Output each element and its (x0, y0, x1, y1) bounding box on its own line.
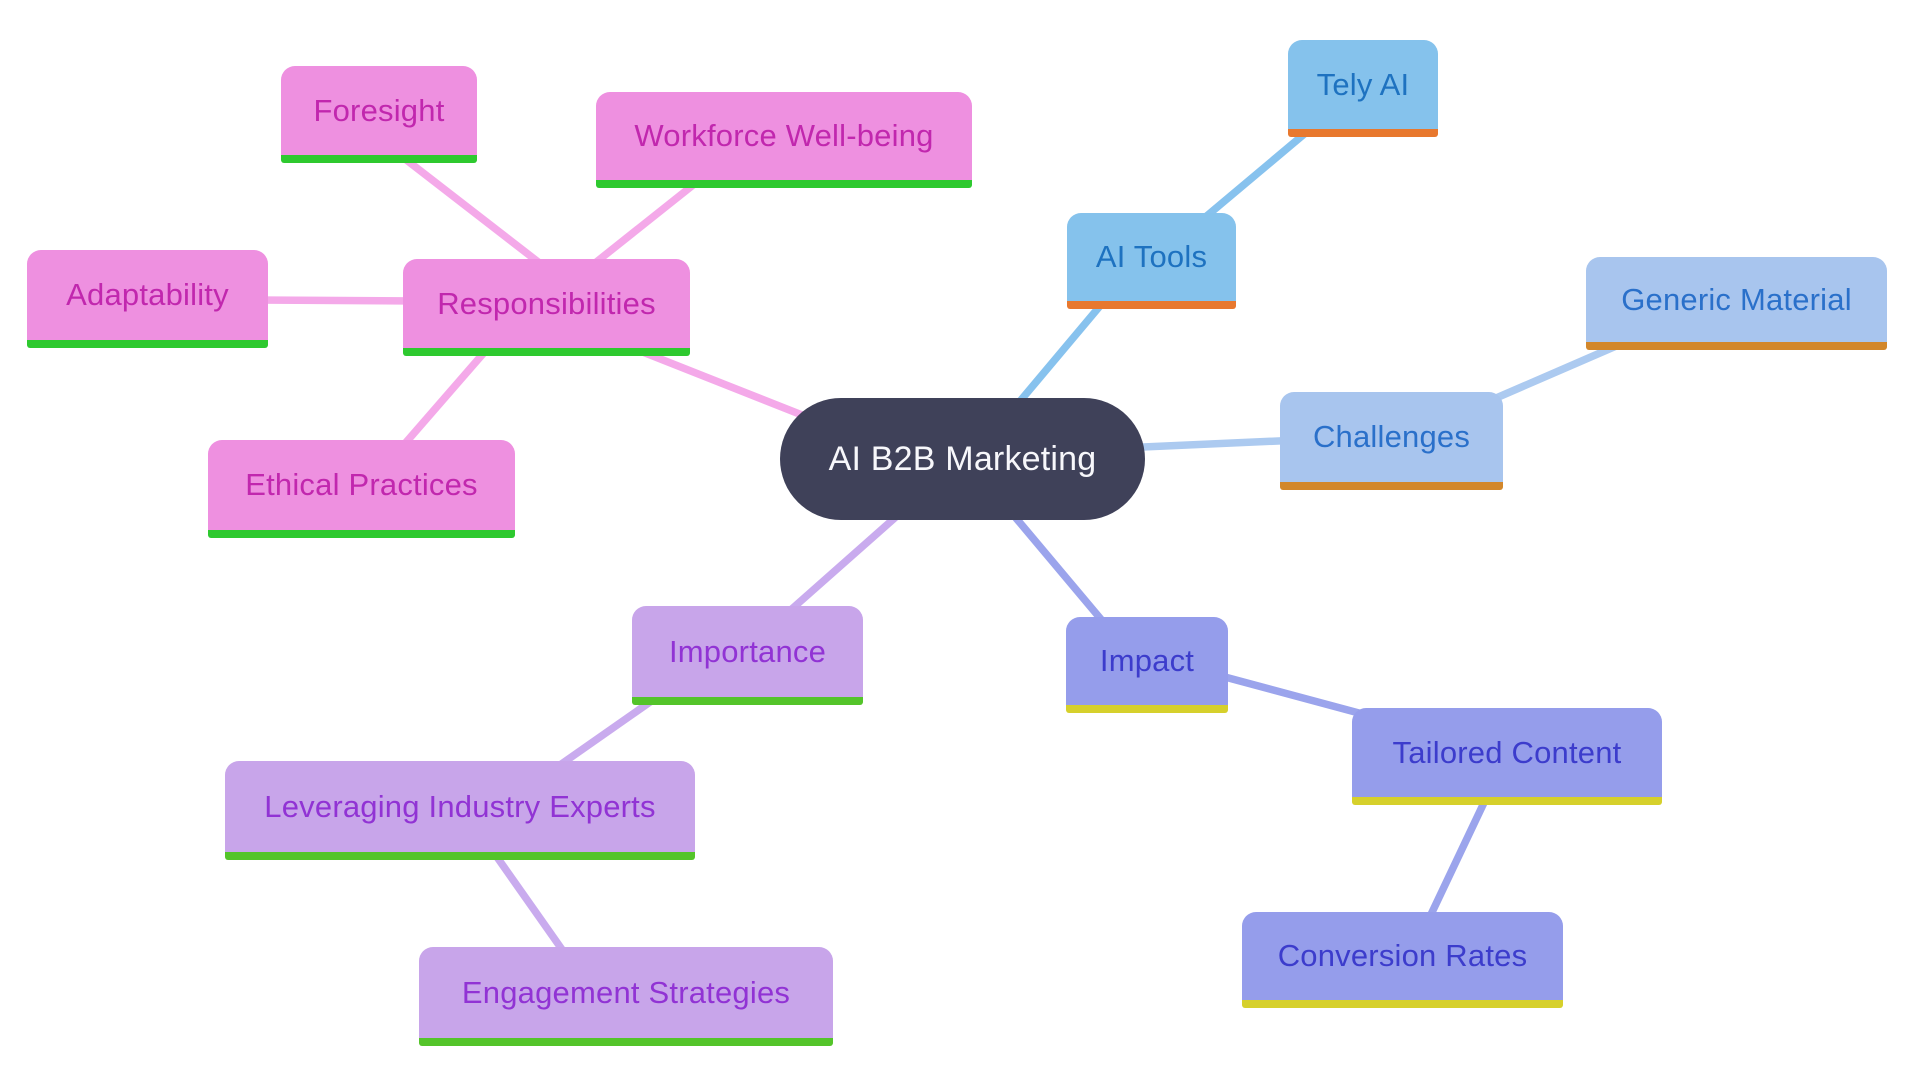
node-engagement-strategies: Engagement Strategies (419, 947, 833, 1046)
node-workforce-well-being: Workforce Well-being (596, 92, 972, 188)
node-importance: Importance (632, 606, 863, 705)
node-leveraging-label: Leveraging Industry Experts (264, 788, 656, 824)
edge-center-challenges (1119, 436, 1301, 452)
node-foresight: Foresight (281, 66, 477, 163)
node-generic-label: Generic Material (1621, 281, 1852, 317)
edge-center-impact (1002, 502, 1113, 633)
node-center: AI B2B Marketing (780, 398, 1145, 520)
node-challenges-label: Challenges (1312, 419, 1471, 454)
edge-aitools-tely (1187, 122, 1318, 233)
node-adaptability-label: Adaptability (66, 277, 229, 312)
edge-adaptability-responsibilities (249, 296, 421, 305)
node-engagement-label: Engagement Strategies (461, 974, 791, 1010)
edge-leveraging-engagement (488, 847, 572, 961)
edge-challenges-generic (1478, 336, 1632, 409)
edge-tailored-conversion (1422, 788, 1494, 927)
edge-responsibilities-ethical (392, 337, 498, 458)
node-aitools-label: AI Tools (1095, 239, 1208, 274)
node-ethical-label: Ethical Practices (245, 467, 478, 502)
node-impact: Impact (1066, 617, 1228, 713)
node-center-label: AI B2B Marketing (828, 439, 1097, 478)
node-tailored-content: Tailored Content (1352, 708, 1662, 805)
node-responsibilities-label: Responsibilities (437, 285, 656, 321)
node-ai-tools: AI Tools (1067, 213, 1236, 309)
node-generic-material: Generic Material (1586, 257, 1887, 350)
node-responsibilities: Responsibilities (403, 259, 690, 356)
node-challenges: Challenges (1280, 392, 1503, 490)
node-adaptability: Adaptability (27, 250, 268, 348)
node-conversion-label: Conversion Rates (1277, 938, 1528, 973)
node-conversion-rates: Conversion Rates (1242, 912, 1563, 1008)
node-tely-label: Tely AI (1316, 66, 1410, 102)
node-tailored-label: Tailored Content (1392, 734, 1622, 770)
node-impact-label: Impact (1099, 643, 1195, 678)
node-ethical-practices: Ethical Practices (208, 440, 515, 538)
node-leveraging-industry-experts: Leveraging Industry Experts (225, 761, 695, 860)
edge-impact-tailored (1209, 669, 1371, 720)
node-importance-label: Importance (668, 633, 827, 669)
node-workforce-label: Workforce Well-being (634, 118, 934, 153)
node-foresight-label: Foresight (313, 92, 445, 128)
edge-foresight-responsibilities (397, 152, 558, 278)
edge-importance-leveraging (547, 691, 663, 776)
node-tely-ai: Tely AI (1288, 40, 1438, 137)
